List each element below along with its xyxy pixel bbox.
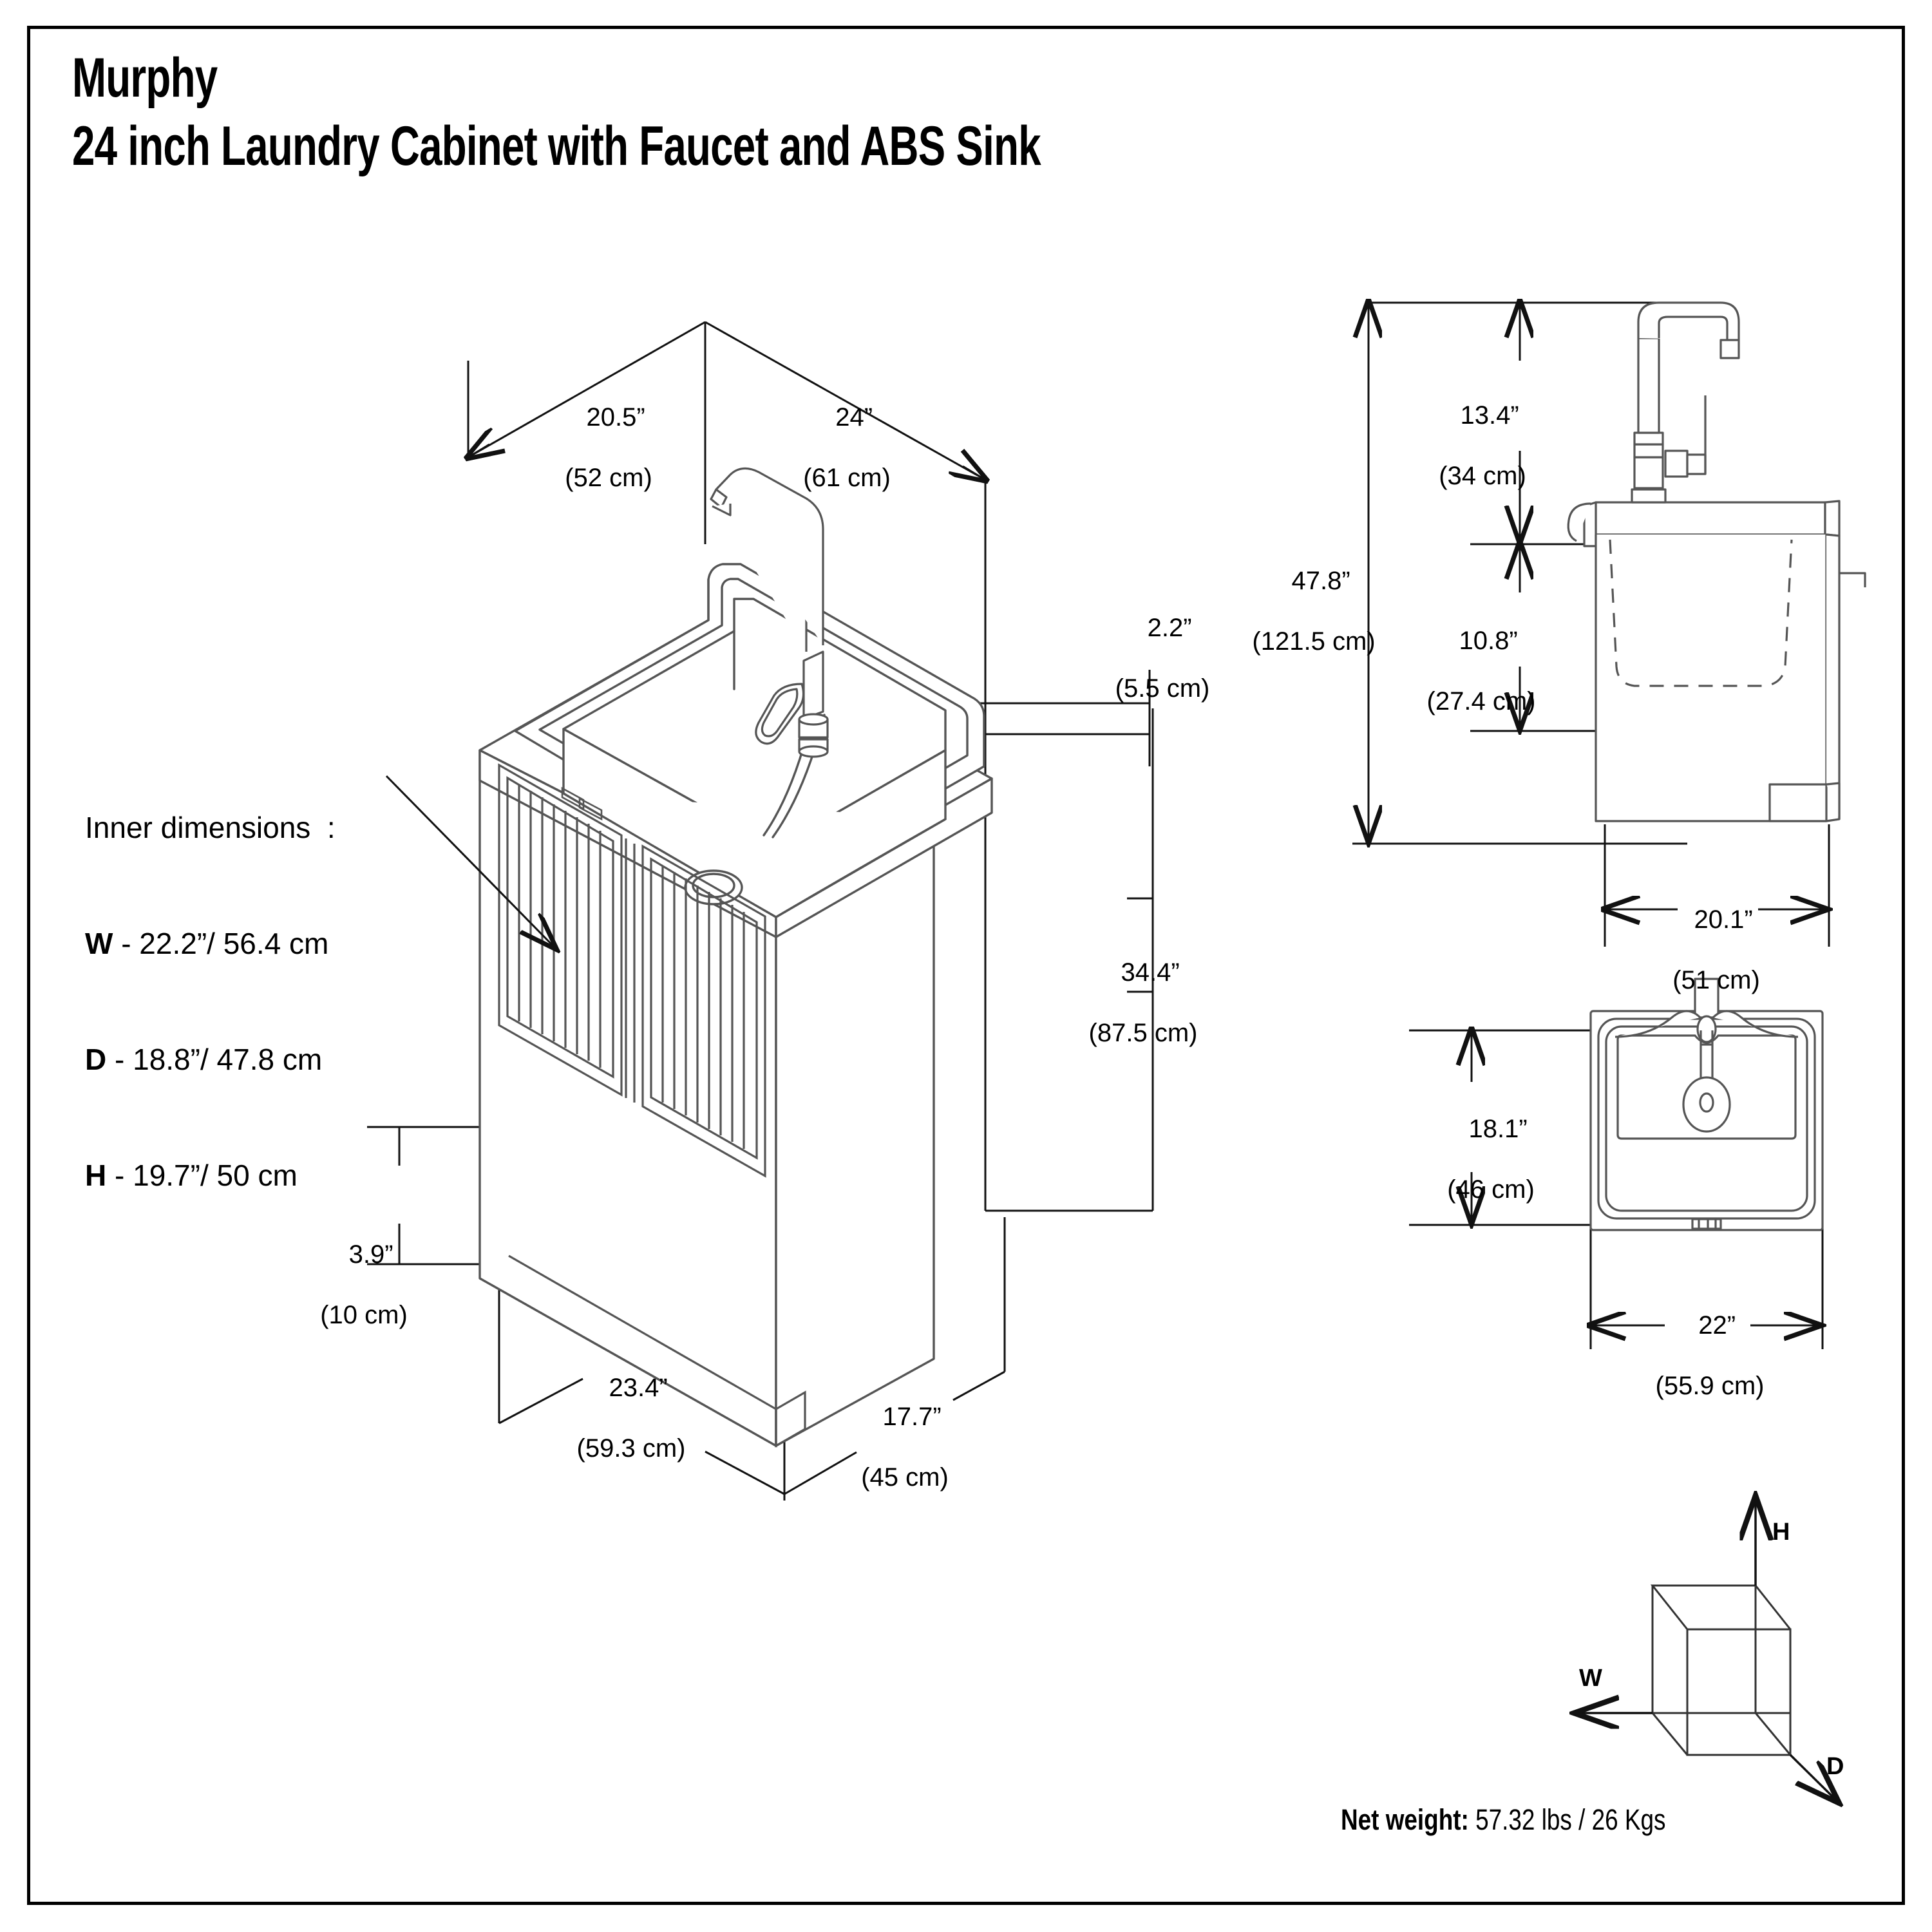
- dim-metric: (59.3 cm): [576, 1434, 686, 1463]
- dim-label-base-width: 23.4” (59.3 cm): [551, 1343, 712, 1494]
- inner-dimensions-heading: Inner dimensions :: [85, 811, 336, 844]
- dim-inch: 34.4”: [1121, 958, 1180, 987]
- dim-label-side-depth: 20.1” (51 cm): [1645, 875, 1787, 1026]
- dim-metric: (10 cm): [320, 1301, 408, 1329]
- dim-inch: 22”: [1698, 1311, 1736, 1340]
- faucet-side-icon: [1631, 301, 1740, 504]
- orientation-axes: [1574, 1495, 1839, 1803]
- dim-label-counter-lip: 2.2” (5.5 cm): [1088, 583, 1236, 734]
- dim-inch: 2.2”: [1147, 614, 1192, 642]
- inner-dim-key-d: D: [85, 1043, 107, 1076]
- orientation-cube: [1650, 1584, 1792, 1756]
- cabinet-isometric-drawing: [478, 563, 993, 1447]
- dim-metric: (121.5 cm): [1252, 627, 1376, 656]
- dim-inch: 17.7”: [882, 1403, 942, 1431]
- dim-label-sink-depth: 10.8” (27.4 cm): [1397, 596, 1565, 747]
- inner-dim-key-h: H: [85, 1159, 107, 1192]
- dim-label-toe-kick: 3.9” (10 cm): [299, 1209, 428, 1361]
- dim-inch: 10.8”: [1459, 627, 1518, 655]
- dim-label-overall-height: 47.8” (121.5 cm): [1227, 536, 1401, 687]
- inner-dim-value-w: - 22.2”/ 56.4 cm: [121, 927, 329, 960]
- dim-inch: 20.5”: [586, 403, 645, 431]
- axis-label-depth: D: [1826, 1753, 1844, 1780]
- dim-label-depth-top: 20.5” (52 cm): [544, 372, 673, 524]
- dim-label-body-height: 34.4” (87.5 cm): [1063, 927, 1224, 1079]
- dim-inch: 18.1”: [1468, 1115, 1528, 1143]
- faucet-icon: [710, 467, 829, 758]
- page-title: Murphy: [72, 47, 218, 109]
- dim-inch: 13.4”: [1460, 401, 1519, 430]
- inner-dimension-row-d: D - 18.8”/ 47.8 cm: [85, 1040, 336, 1079]
- dim-metric: (61 cm): [803, 464, 891, 492]
- dim-label-sink-width-plan: 22” (55.9 cm): [1636, 1280, 1784, 1432]
- dim-metric: (45 cm): [861, 1463, 949, 1492]
- dim-label-faucet-height: 13.4” (34 cm): [1405, 370, 1560, 522]
- dim-label-sink-depth-plan: 18.1” (46 cm): [1417, 1084, 1565, 1235]
- inner-dim-value-d: - 18.8”/ 47.8 cm: [115, 1043, 323, 1076]
- dim-metric: (52 cm): [565, 464, 652, 492]
- dim-inch: 23.4”: [609, 1374, 668, 1402]
- dim-inch: 20.1”: [1694, 905, 1753, 934]
- net-weight: Net weight: 57.32 lbs / 26 Kgs: [1341, 1803, 1666, 1837]
- side-elevation-drawing: [1567, 500, 1866, 822]
- dim-metric: (55.9 cm): [1655, 1372, 1765, 1400]
- inner-dimension-leader: [385, 775, 557, 950]
- inner-dim-value-h: - 19.7”/ 50 cm: [115, 1159, 298, 1192]
- page-subtitle: 24 inch Laundry Cabinet with Faucet and …: [72, 115, 1041, 177]
- dim-label-width-top: 24” (61 cm): [782, 372, 911, 524]
- dim-metric: (5.5 cm): [1115, 674, 1210, 703]
- dim-metric: (46 cm): [1447, 1175, 1535, 1204]
- side-dimension-lines: [1352, 303, 1829, 947]
- sheet-border: [27, 26, 1905, 1905]
- axis-label-height: H: [1772, 1519, 1790, 1546]
- dim-metric: (51 cm): [1672, 966, 1760, 994]
- net-weight-label: Net weight:: [1341, 1803, 1469, 1836]
- plan-view-drawing: [1589, 978, 1824, 1231]
- dim-metric: (87.5 cm): [1088, 1019, 1198, 1047]
- axis-label-width: W: [1579, 1665, 1602, 1692]
- dim-inch: 3.9”: [348, 1240, 393, 1269]
- inner-dimensions-block: Inner dimensions : W - 22.2”/ 56.4 cm D …: [85, 731, 336, 1233]
- dim-inch: 47.8”: [1291, 567, 1350, 595]
- dim-metric: (34 cm): [1439, 462, 1526, 490]
- dim-label-base-depth: 17.7” (45 cm): [831, 1372, 979, 1523]
- inner-dim-key-w: W: [85, 927, 113, 960]
- net-weight-value: 57.32 lbs / 26 Kgs: [1475, 1803, 1666, 1836]
- dim-inch: 24”: [835, 403, 873, 431]
- dim-metric: (27.4 cm): [1426, 687, 1536, 715]
- inner-dimension-row-w: W - 22.2”/ 56.4 cm: [85, 924, 336, 963]
- inner-dimension-row-h: H - 19.7”/ 50 cm: [85, 1156, 336, 1195]
